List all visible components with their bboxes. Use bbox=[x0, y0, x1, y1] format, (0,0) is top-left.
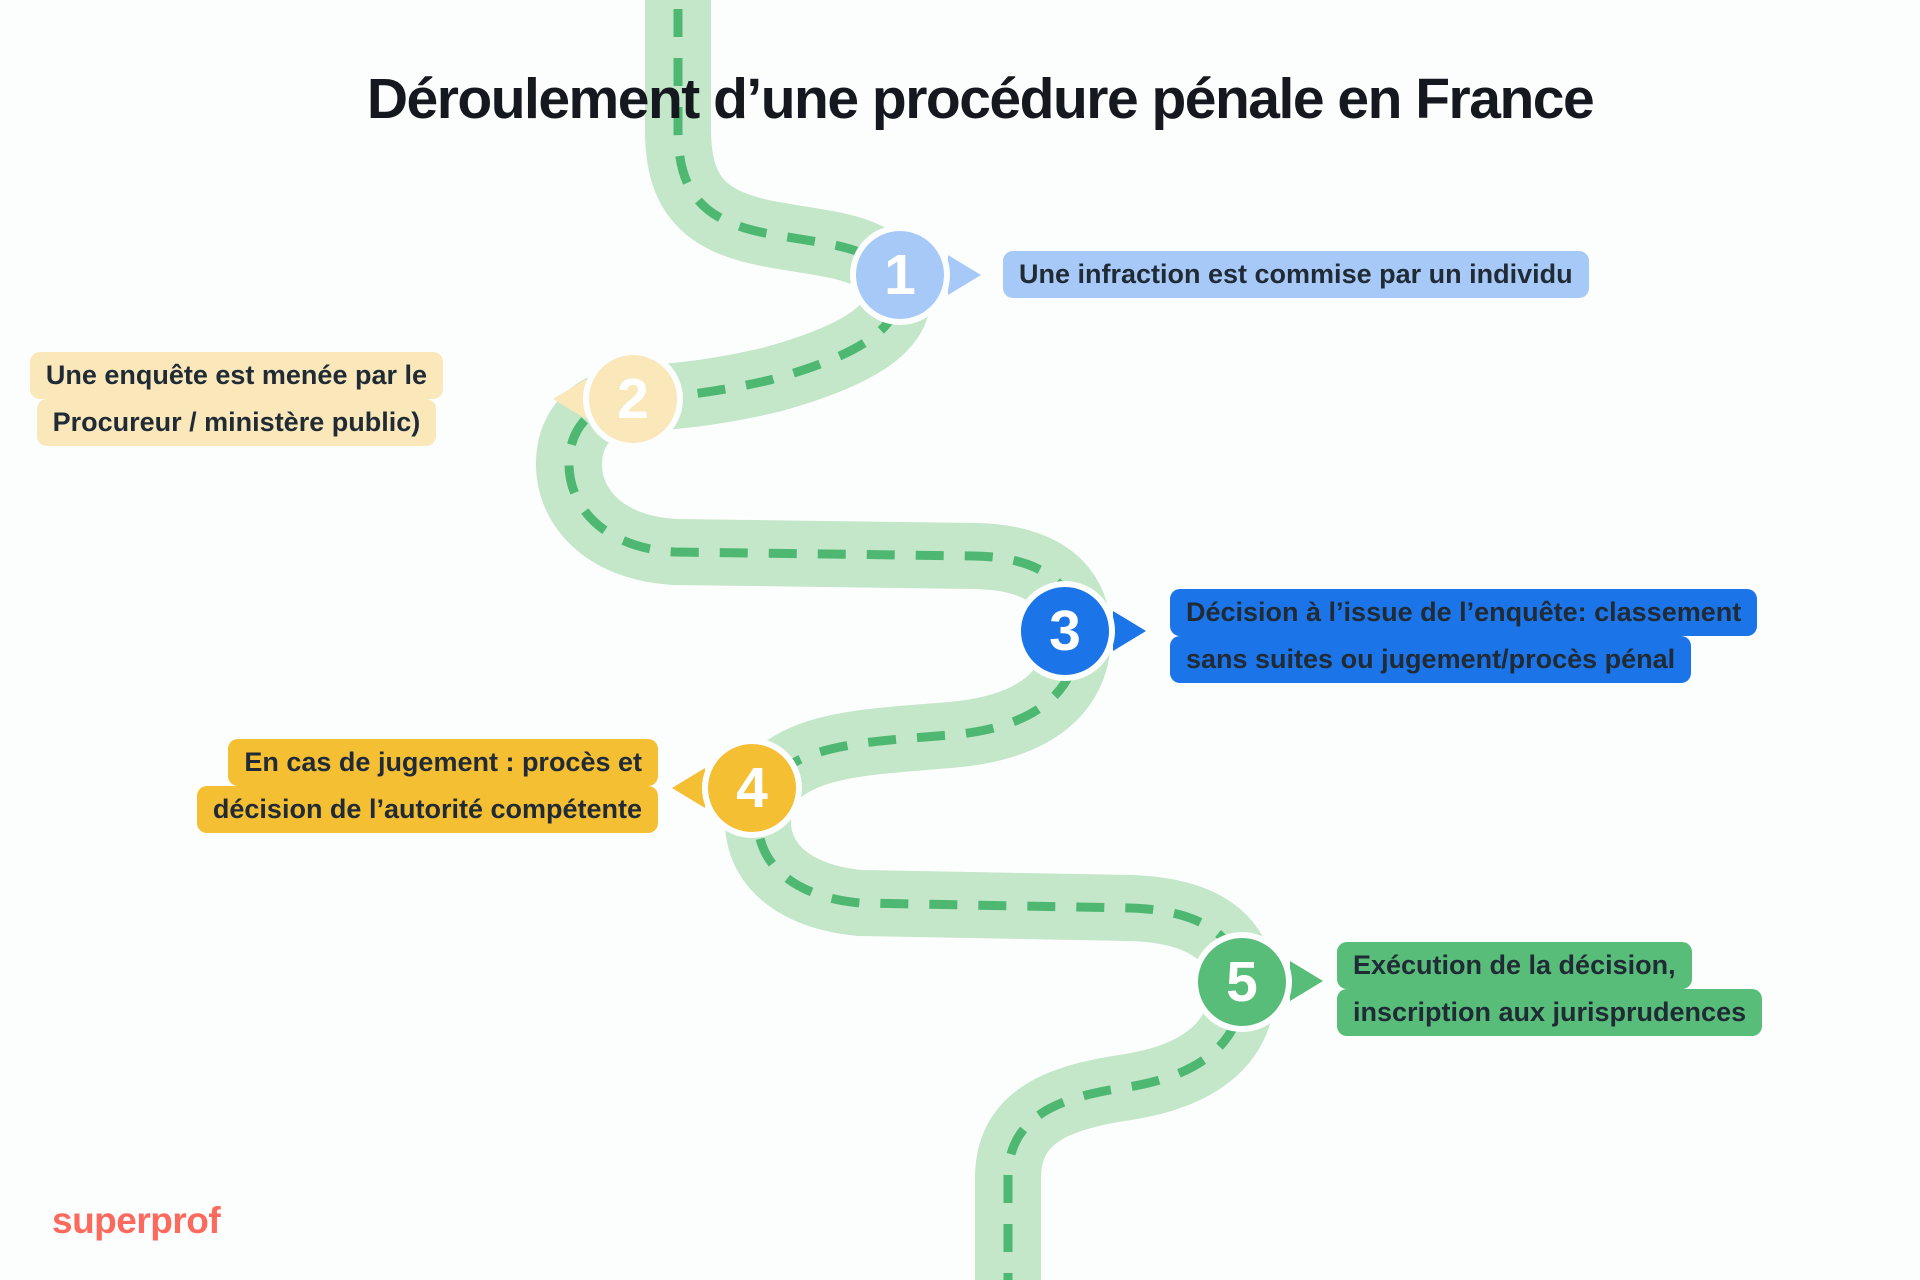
step-5-pointer-icon bbox=[1290, 961, 1323, 1001]
step-3-label: Décision à l’issue de l’enquête: classem… bbox=[1170, 589, 1758, 683]
step-3-pointer-icon bbox=[1113, 611, 1146, 651]
step-1-label-line: Une infraction est commise par un indivi… bbox=[1003, 251, 1589, 298]
step-4-label-line: En cas de jugement : procès et bbox=[228, 739, 658, 786]
step-5-label: Exécution de la décision, inscription au… bbox=[1337, 942, 1763, 1036]
step-3-label-line: Décision à l’issue de l’enquête: classem… bbox=[1170, 589, 1758, 636]
step-4-number: 4 bbox=[736, 755, 768, 820]
step-2-pointer-icon bbox=[553, 379, 586, 419]
step-3-label-line: sans suites ou jugement/procès pénal bbox=[1170, 636, 1692, 683]
step-5-marker: 5 bbox=[1192, 932, 1292, 1032]
step-4-label: En cas de jugement : procès et décision … bbox=[196, 739, 658, 833]
step-2-number: 2 bbox=[617, 366, 649, 431]
step-2-marker: 2 bbox=[583, 349, 683, 449]
step-3-marker: 3 bbox=[1015, 581, 1115, 681]
step-2-label: Une enquête est menée par le Procureur /… bbox=[29, 352, 443, 446]
page-title: Déroulement d’une procédure pénale en Fr… bbox=[366, 67, 1595, 131]
superprof-logo: superprof bbox=[52, 1200, 221, 1241]
step-2-label-line: Procureur / ministère public) bbox=[36, 399, 437, 446]
step-1-marker: 1 bbox=[850, 225, 950, 325]
step-2-label-line: Une enquête est menée par le bbox=[29, 352, 443, 399]
step-4-label-line: décision de l’autorité compétente bbox=[196, 786, 658, 833]
step-3-number: 3 bbox=[1049, 598, 1081, 663]
step-1-pointer-icon bbox=[948, 255, 981, 295]
step-4-pointer-icon bbox=[672, 768, 705, 808]
step-4-marker: 4 bbox=[702, 738, 802, 838]
step-5-label-line: Exécution de la décision, bbox=[1337, 942, 1692, 989]
step-1-label: Une infraction est commise par un indivi… bbox=[1003, 251, 1589, 298]
step-1-number: 1 bbox=[884, 242, 916, 307]
step-5-number: 5 bbox=[1226, 949, 1258, 1014]
step-5-label-line: inscription aux jurisprudences bbox=[1337, 989, 1763, 1036]
